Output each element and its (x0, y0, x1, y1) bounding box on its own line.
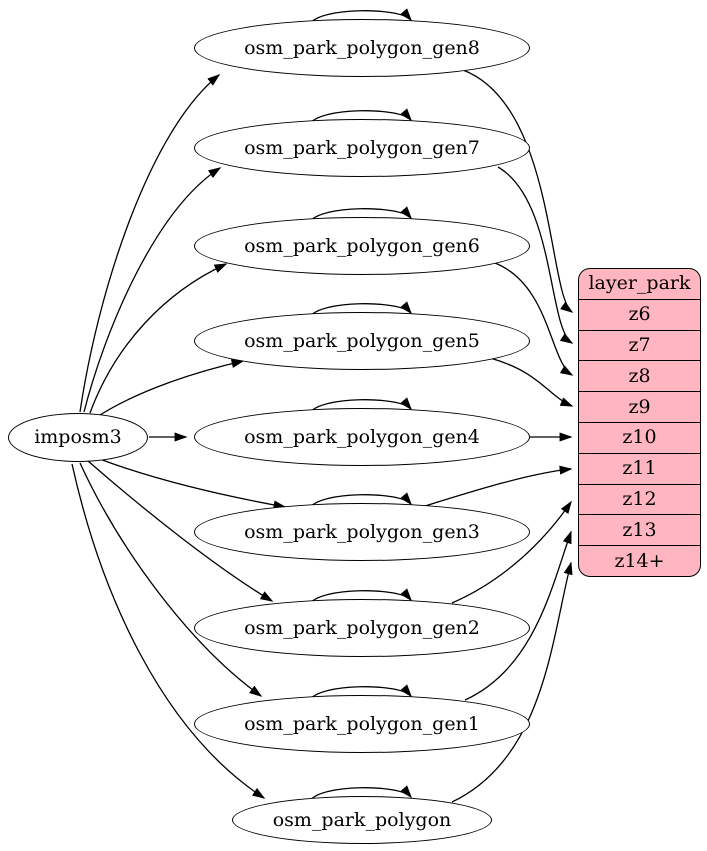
edge-osm_park_polygon_gen8-to-layer_park:z6 (462, 69, 574, 313)
node-label: osm_park_polygon (272, 808, 452, 831)
edge-imposm3-to-osm_park_polygon_gen3 (96, 457, 287, 510)
edge-osm_park_polygon-to-layer_park:z14+ (451, 561, 573, 803)
record-row-z9: z9 (579, 391, 700, 422)
edge-osm_park_polygon_gen2-to-layer_park:z12 (451, 500, 572, 604)
edge-osm_park_polygon_gen7-to-layer_park:z7 (497, 166, 574, 344)
node-label: osm_park_polygon_gen2 (244, 616, 480, 639)
record-row-z12: z12 (579, 483, 700, 515)
edge-imposm3-to-osm_park_polygon_gen7 (83, 167, 222, 413)
edge-osm_park_polygon_gen3-to-layer_park:z11 (421, 465, 573, 508)
edge-osm_park_polygon-to-osm_park_polygon (309, 785, 413, 802)
record-row-z10: z10 (579, 421, 700, 453)
node-osm-park-polygon-gen8: osm_park_polygon_gen8 (194, 19, 530, 77)
record-row-z6: z6 (579, 298, 700, 330)
edge-osm_park_polygon_gen1-to-layer_park:z13 (464, 530, 572, 701)
node-label: osm_park_polygon_gen1 (244, 712, 480, 735)
edge-osm_park_polygon_gen6-to-layer_park:z8 (494, 262, 574, 376)
node-label: osm_park_polygon_gen3 (244, 520, 480, 543)
edge-imposm3-to-osm_park_polygon_gen2 (87, 460, 274, 602)
record-row-z14plus: z14+ (579, 545, 700, 576)
node-osm-park-polygon-gen2: osm_park_polygon_gen2 (194, 599, 530, 657)
record-row-z7: z7 (579, 329, 700, 361)
edge-imposm3-to-osm_park_polygon (71, 463, 266, 799)
node-osm-park-polygon: osm_park_polygon (232, 796, 492, 844)
record-row-z11: z11 (579, 452, 700, 484)
node-osm-park-polygon-gen3: osm_park_polygon_gen3 (194, 503, 530, 561)
edge-osm_park_polygon_gen5-to-layer_park:z9 (489, 357, 574, 407)
edge-imposm3-to-osm_park_polygon_gen8 (79, 74, 221, 413)
node-label: osm_park_polygon_gen6 (244, 234, 480, 257)
edge-imposm3-to-osm_park_polygon_gen1 (79, 462, 263, 697)
edge-imposm3-to-osm_park_polygon_gen6 (89, 263, 228, 414)
node-imposm3: imposm3 (8, 413, 148, 462)
edge-imposm3-to-osm_park_polygon_gen5 (99, 359, 245, 416)
node-label: imposm3 (34, 426, 122, 448)
node-label: osm_park_polygon_gen7 (244, 136, 480, 159)
node-label: osm_park_polygon_gen8 (244, 36, 480, 59)
node-osm-park-polygon-gen5: osm_park_polygon_gen5 (194, 312, 530, 370)
node-label: osm_park_polygon_gen5 (244, 329, 480, 352)
node-osm-park-polygon-gen7: osm_park_polygon_gen7 (194, 119, 530, 177)
node-label: osm_park_polygon_gen4 (244, 425, 480, 448)
node-osm-park-polygon-gen6: osm_park_polygon_gen6 (194, 217, 530, 275)
node-osm-park-polygon-gen1: osm_park_polygon_gen1 (194, 695, 530, 753)
node-layer-park: layer_park z6 z7 z8 z9 z10 z11 z12 z13 z… (578, 268, 701, 577)
record-row-z13: z13 (579, 514, 700, 545)
record-title: layer_park (588, 272, 691, 295)
node-osm-park-polygon-gen4: osm_park_polygon_gen4 (194, 408, 530, 466)
record-row-z8: z8 (579, 360, 700, 391)
